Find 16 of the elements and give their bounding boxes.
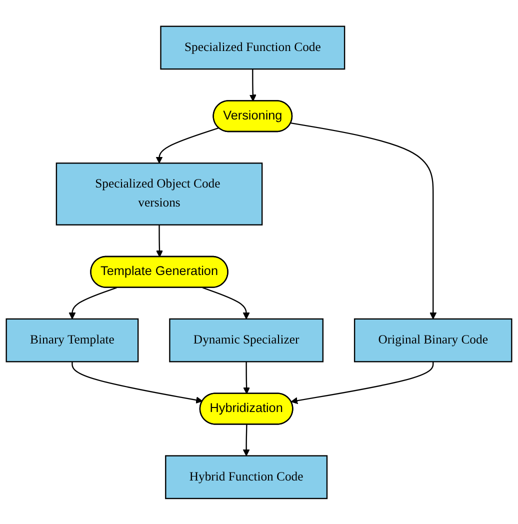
arrow xyxy=(290,361,434,404)
arrow xyxy=(242,424,250,456)
arrow xyxy=(156,224,163,257)
arrow xyxy=(249,68,256,101)
node-box: Specialized Function Code xyxy=(160,25,346,70)
node-box: Hybrid Function Code xyxy=(165,454,328,499)
node-box: Binary Template xyxy=(6,318,139,362)
node-box: Dynamic Specializer xyxy=(169,318,324,362)
arrow xyxy=(243,361,250,394)
node-box: Specialized Object Code versions xyxy=(56,162,263,226)
arrow xyxy=(156,126,219,164)
arrow xyxy=(202,286,250,319)
arrow xyxy=(68,286,117,319)
node-box: Original Binary Code xyxy=(354,318,512,362)
arrow xyxy=(290,122,437,319)
arrow xyxy=(72,361,203,404)
